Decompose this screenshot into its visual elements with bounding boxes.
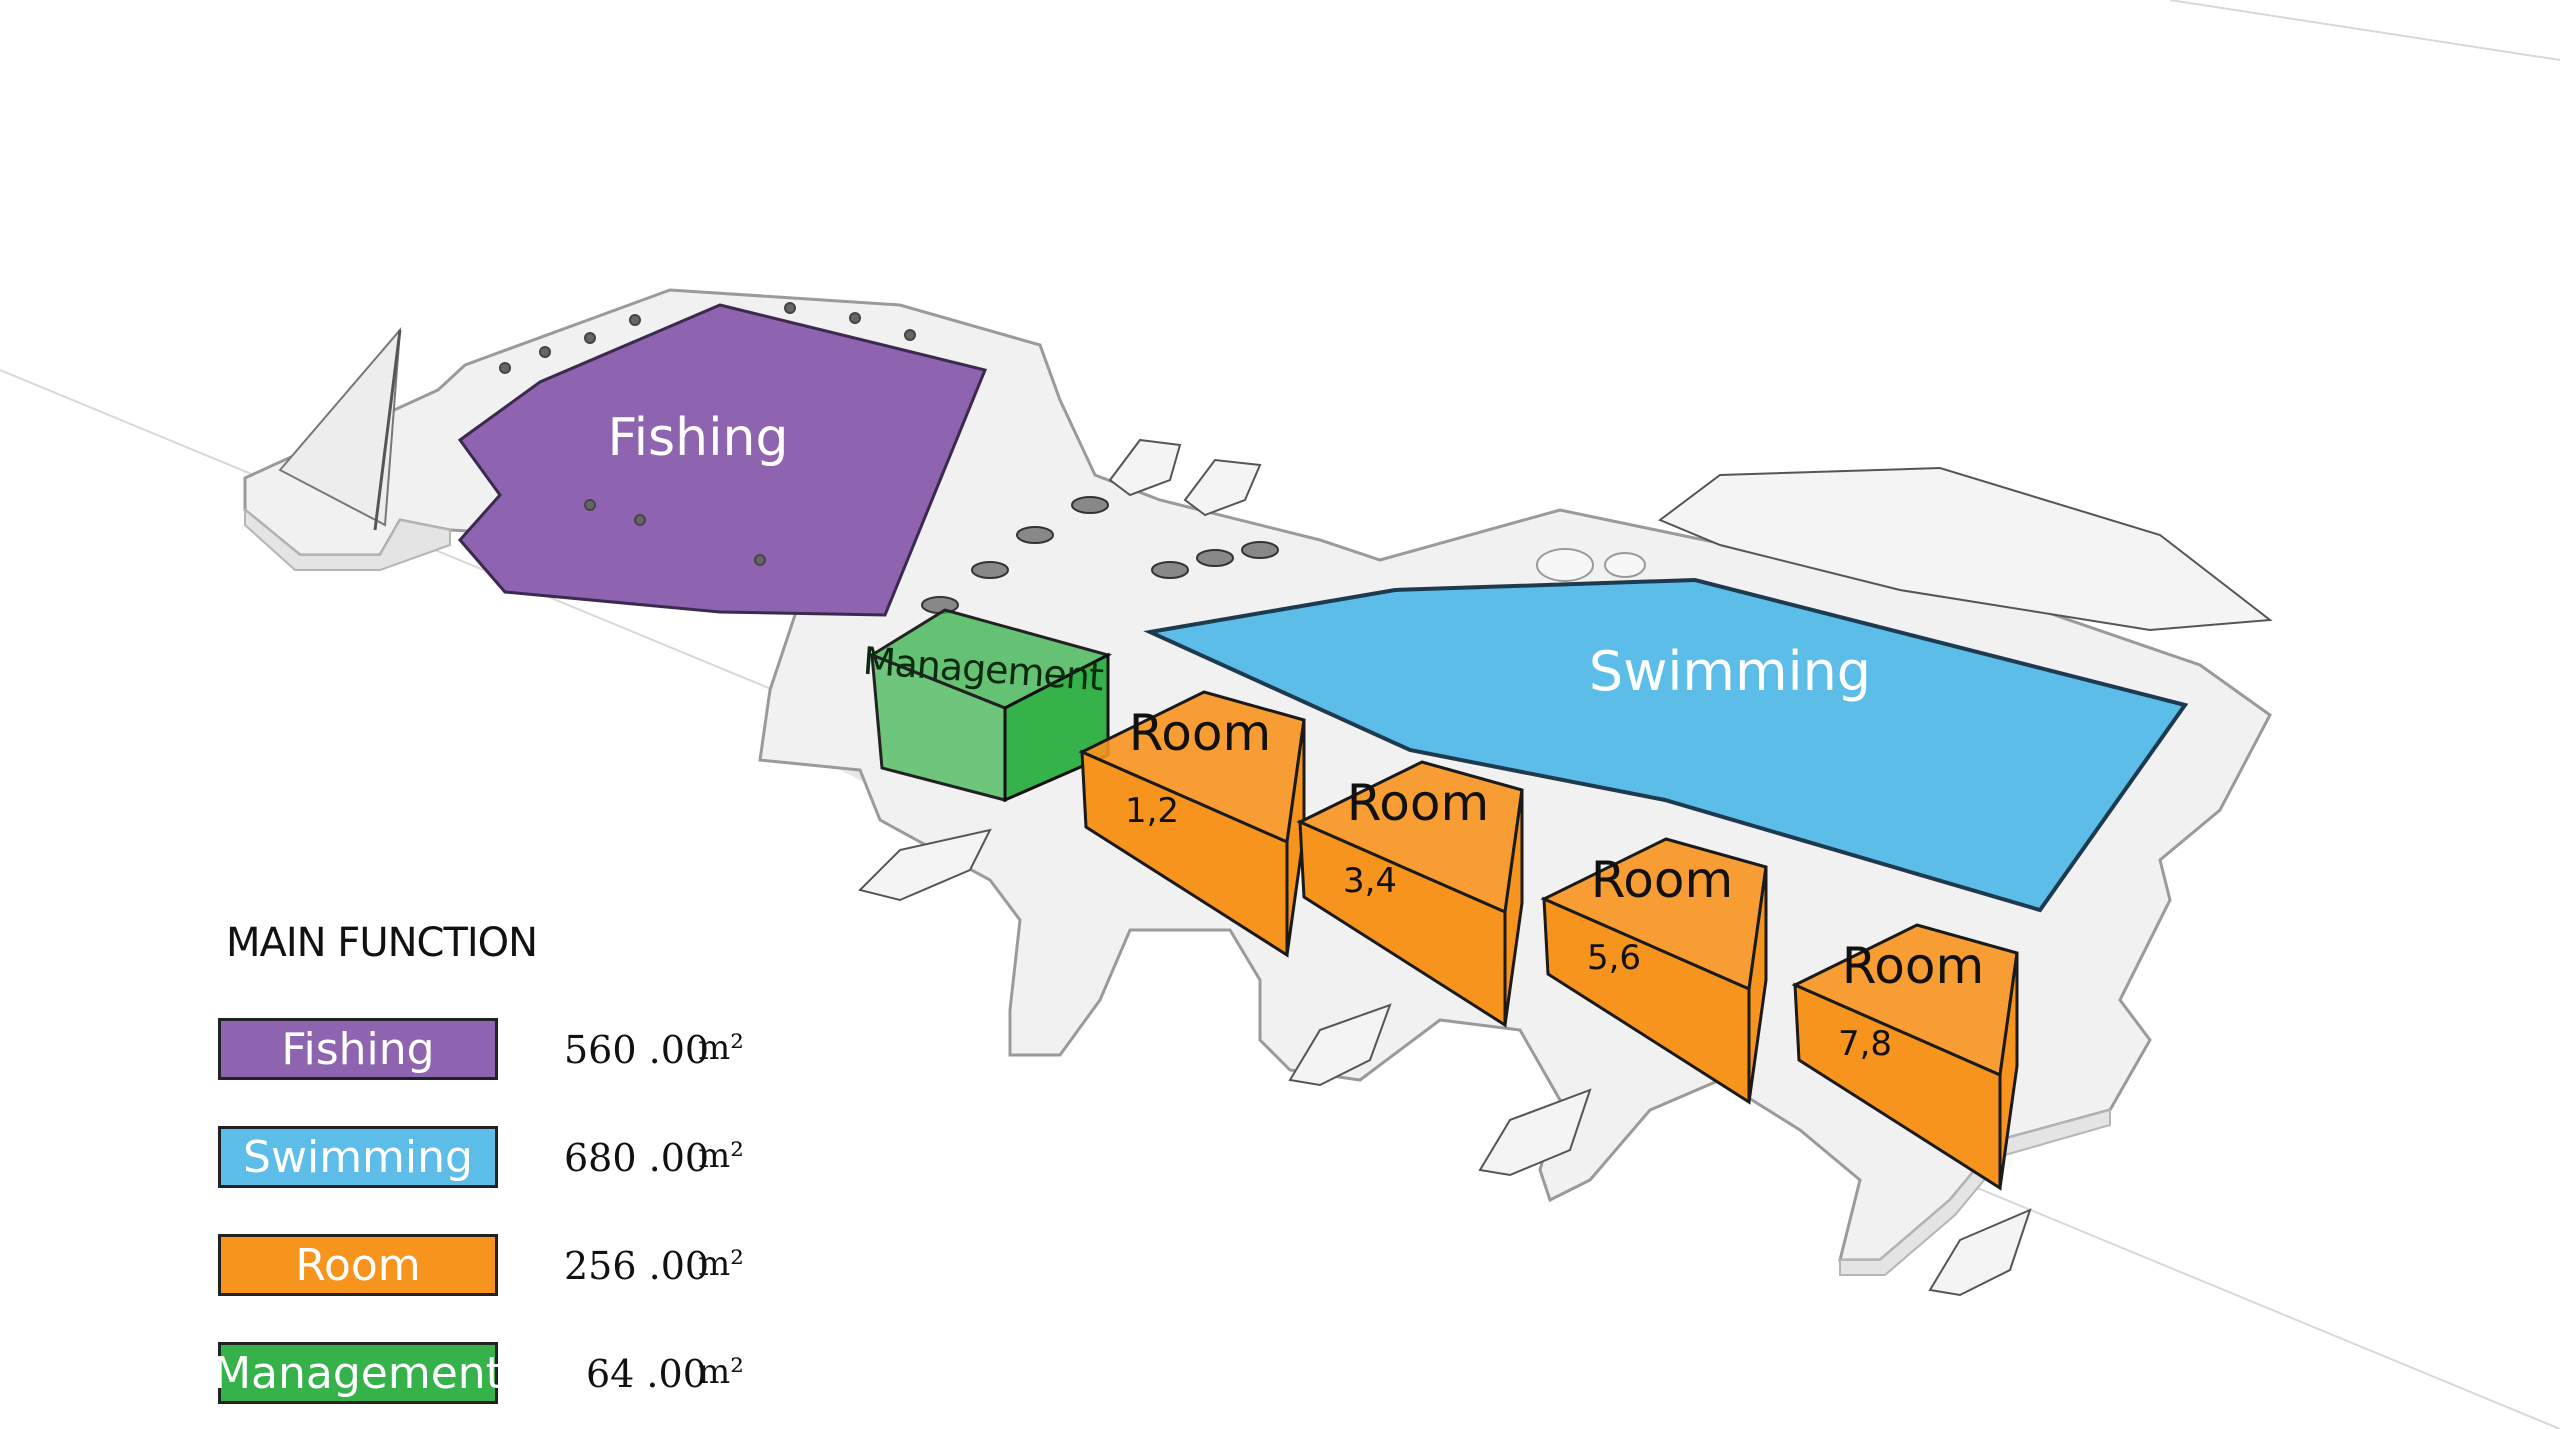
legend-swatch-fishing: Fishing — [218, 1018, 498, 1080]
fishing-pool-label: Fishing — [607, 408, 788, 468]
room-title: Room — [1591, 851, 1733, 909]
fishing-anglers — [499, 302, 916, 566]
sail-structure — [278, 327, 402, 531]
room-number: 1,2 — [1125, 791, 1179, 831]
legend: MAIN FUNCTION Fishing 560 .00 m² Swimmin… — [213, 920, 818, 1420]
room-building-1: Room 1,2 — [1078, 690, 1306, 958]
pool-features — [1536, 548, 1646, 582]
fishing-pool — [457, 303, 988, 617]
room-number: 5,6 — [1587, 938, 1641, 978]
swimming-pool — [1143, 577, 2189, 913]
legend-row-fishing: Fishing 560 .00 m² — [218, 1018, 818, 1084]
legend-area-swimming: 680 .00 — [564, 1136, 710, 1180]
boats — [858, 438, 2273, 1297]
room-building-2: Room 3,4 — [1296, 760, 1524, 1028]
legend-row-room: Room 256 .00 m² — [218, 1234, 818, 1300]
room-side — [1998, 952, 2019, 1189]
room-building-4: Room 7,8 — [1791, 923, 2019, 1191]
room-title: Room — [1842, 937, 1984, 995]
room-title: Room — [1347, 774, 1489, 832]
room-number: 7,8 — [1838, 1024, 1892, 1064]
legend-row-swimming: Swimming 680 .00 m² — [218, 1126, 818, 1192]
legend-swatch-management: Management — [213, 1342, 503, 1404]
legend-unit-fishing: m² — [698, 1028, 744, 1068]
room-title: Room — [1129, 704, 1271, 762]
legend-area-fishing: 560 .00 — [564, 1028, 710, 1072]
legend-area-management: 64 .00 — [586, 1352, 707, 1396]
room-side — [1503, 789, 1524, 1026]
legend-unit-management: m² — [698, 1352, 744, 1392]
legend-unit-room: m² — [698, 1244, 744, 1284]
legend-unit-swimming: m² — [698, 1136, 744, 1176]
room-side — [1747, 866, 1768, 1103]
room-number: 3,4 — [1343, 861, 1397, 901]
legend-row-management: Management 64 .00 m² — [213, 1342, 818, 1408]
legend-title: MAIN FUNCTION — [226, 920, 538, 966]
patio-furniture — [921, 496, 1279, 614]
legend-swatch-room: Room — [218, 1234, 498, 1296]
legend-swatch-swimming: Swimming — [218, 1126, 498, 1188]
room-building-3: Room 5,6 — [1540, 837, 1768, 1105]
legend-area-room: 256 .00 — [564, 1244, 710, 1288]
swimming-pool-label: Swimming — [1589, 640, 1871, 703]
